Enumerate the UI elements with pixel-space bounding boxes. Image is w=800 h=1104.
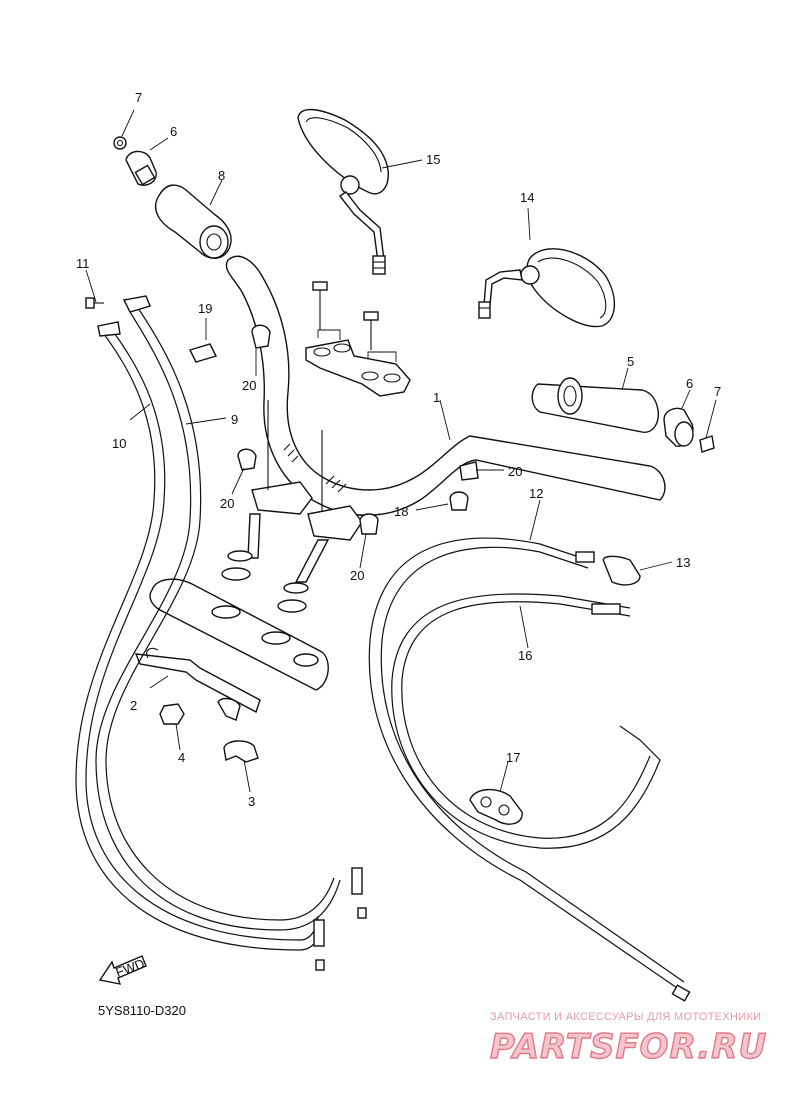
watermark-tagline: ЗАПЧАСТИ И АКСЕССУАРЫ ДЛЯ МОТОТЕХНИКИ — [490, 1011, 761, 1023]
bar-end-cap-left-part-7 — [113, 136, 127, 150]
callout-label: 18 — [394, 504, 408, 519]
cable-clamp-part-3 — [217, 697, 259, 763]
callout-label: 2 — [130, 698, 137, 713]
holder-bolts — [312, 281, 397, 362]
clutch-cable-part-12 — [368, 537, 685, 991]
callout-label: 7 — [714, 384, 721, 399]
clamp-part-19 — [189, 343, 217, 363]
cable-part-16 — [391, 593, 661, 849]
callout-label: 1 — [433, 390, 440, 405]
nut-part-4 — [159, 703, 185, 725]
callout-label: 7 — [135, 90, 142, 105]
callout-label: 9 — [231, 412, 238, 427]
throttle-cable-fittings — [97, 295, 367, 971]
throttle-cable-pull-part-9 — [95, 307, 341, 931]
callout-label: 8 — [218, 168, 225, 183]
cable-holder-part-17 — [469, 789, 523, 825]
callout-label: 19 — [198, 301, 212, 316]
throttle-grip-right-part-5 — [531, 377, 659, 433]
callout-label: 6 — [170, 124, 177, 139]
callout-label: 16 — [518, 648, 532, 663]
cable-guide-part-2 — [134, 647, 261, 714]
handlebar-grip-left-part-8 — [155, 184, 232, 259]
mirror-right-part-14 — [478, 248, 616, 328]
throttle-cable-return-part-10 — [75, 329, 325, 951]
bar-end-weight-left-part-6 — [125, 150, 157, 186]
callout-label: 10 — [112, 436, 126, 451]
washers-and-dampers — [221, 550, 309, 613]
watermark: ЗАПЧАСТИ И АКСЕССУАРЫ ДЛЯ МОТОТЕХНИКИ PA… — [489, 1011, 767, 1068]
handlebar-part-1 — [225, 255, 666, 516]
callout-label: 5 — [627, 354, 634, 369]
fwd-arrow-icon — [98, 955, 147, 985]
clamp-part-18 — [449, 491, 469, 511]
leader-lines — [85, 109, 717, 793]
diagram-code: 5YS8110-D320 — [98, 1003, 186, 1018]
fwd-label: FWD — [114, 956, 147, 980]
upper-bracket-crown — [149, 578, 329, 691]
callout-label: 6 — [686, 376, 693, 391]
callout-label: 20 — [350, 568, 364, 583]
bar-end-weight-right-part-6 — [663, 407, 694, 447]
callout-label: 15 — [426, 152, 440, 167]
bar-end-cap-right-part-7 — [699, 435, 715, 453]
callout-label: 12 — [529, 486, 543, 501]
lower-handlebar-holders — [247, 400, 363, 583]
callout-label: 17 — [506, 750, 520, 765]
callout-label: 20 — [242, 378, 256, 393]
callout-label: 20 — [220, 496, 234, 511]
watermark-logo: PARTSFOR.RU — [490, 1027, 767, 1067]
callout-label: 3 — [248, 794, 255, 809]
callout-label: 13 — [676, 555, 690, 570]
mirror-left-part-15 — [297, 108, 389, 275]
callout-label: 14 — [520, 190, 534, 205]
callout-label: 4 — [178, 750, 185, 765]
screw-part-11 — [85, 297, 104, 309]
cable-boot-part-13 — [602, 555, 641, 586]
callout-label: 11 — [76, 256, 90, 271]
cable-end-clutch — [671, 984, 691, 1002]
clamp-parts-20 — [237, 324, 479, 535]
callout-labels: 1 2 3 4 5 6 6 7 7 8 9 10 11 12 13 14 15 … — [76, 90, 721, 809]
upper-handlebar-holder — [305, 339, 411, 397]
callout-label: 20 — [508, 464, 522, 479]
